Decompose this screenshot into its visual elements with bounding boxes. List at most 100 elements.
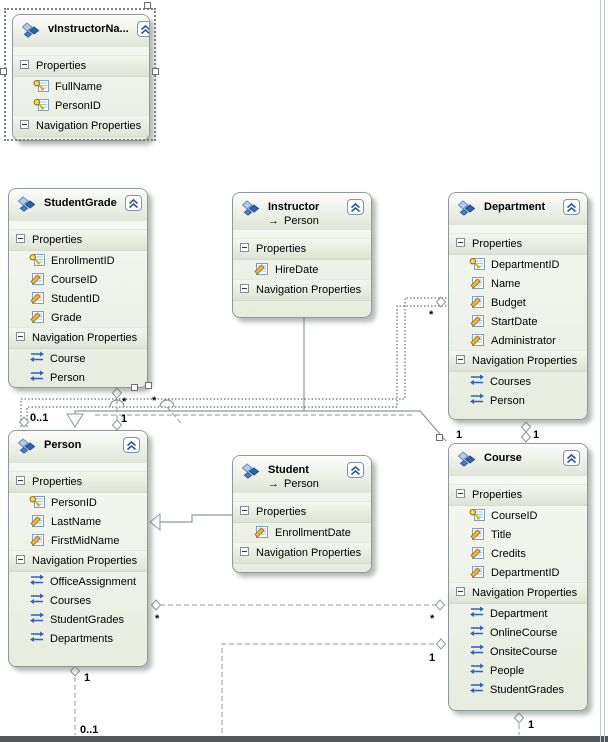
collapse-entity-button[interactable] <box>136 21 149 42</box>
section-header[interactable]: Properties <box>9 229 147 251</box>
selection-grab-handle[interactable] <box>144 2 151 9</box>
collapse-section-icon[interactable] <box>20 120 29 132</box>
property-row[interactable]: Department <box>449 604 587 623</box>
section-label: Properties <box>256 243 307 255</box>
collapse-section-icon[interactable] <box>240 506 249 518</box>
property-row[interactable]: CourseID <box>449 506 587 525</box>
entity-icon <box>457 451 476 473</box>
property-row[interactable]: CourseID <box>9 270 147 289</box>
property-name: Person <box>50 371 85 384</box>
property-row[interactable]: StudentGrades <box>9 610 147 629</box>
collapse-entity-button[interactable] <box>124 195 142 216</box>
property-row[interactable]: DepartmentID <box>449 255 587 274</box>
collapse-entity-button[interactable] <box>347 199 364 220</box>
collapse-section-icon[interactable] <box>20 60 29 72</box>
entity-person[interactable]: Person Properties PersonID LastName Firs… <box>8 430 148 667</box>
collapse-section-icon[interactable] <box>456 355 465 367</box>
property-row[interactable]: OfficeAssignment <box>9 572 147 591</box>
section-header[interactable]: Navigation Properties <box>9 550 147 572</box>
section-header[interactable]: Navigation Properties <box>233 542 371 564</box>
entity-department[interactable]: Department Properties DepartmentID Name … <box>448 192 588 420</box>
collapse-section-icon[interactable] <box>456 238 465 250</box>
property-row[interactable]: Name <box>449 274 587 293</box>
property-row[interactable]: FirstMidName <box>9 531 147 550</box>
property-row[interactable]: Credits <box>449 544 587 563</box>
property-row[interactable]: Courses <box>449 372 587 391</box>
property-row[interactable]: People <box>449 661 587 680</box>
property-row[interactable]: Course <box>9 349 147 368</box>
collapse-entity-button[interactable] <box>347 462 364 483</box>
section-header[interactable]: Properties <box>13 55 149 77</box>
entity-student[interactable]: Student→Person Properties EnrollmentDate… <box>232 455 372 573</box>
selection-grab-handle[interactable] <box>152 68 159 75</box>
entity-instructor[interactable]: Instructor→Person Properties HireDate Na… <box>232 192 372 318</box>
property-row[interactable]: OnsiteCourse <box>449 642 587 661</box>
collapse-section-icon[interactable] <box>240 284 249 296</box>
property-row[interactable]: Administrator <box>449 331 587 350</box>
connector-assoc-course-left[interactable] <box>221 643 442 735</box>
property-row[interactable]: PersonID <box>13 96 149 115</box>
section-header[interactable]: Navigation Properties <box>233 279 371 301</box>
property-name: OnlineCourse <box>490 626 558 639</box>
entity-vinstructorname[interactable]: vInstructorNa... Properties FullName Per… <box>12 14 150 141</box>
property-row[interactable]: Person <box>449 391 587 410</box>
section-header[interactable]: Navigation Properties <box>449 350 587 372</box>
collapse-section-icon[interactable] <box>240 547 249 559</box>
property-row[interactable]: Title <box>449 525 587 544</box>
property-row[interactable]: Person <box>9 368 147 387</box>
collapse-section-icon[interactable] <box>240 243 249 255</box>
selection-grab-handle[interactable] <box>131 384 138 391</box>
property-row[interactable]: StartDate <box>449 312 587 331</box>
scalar-property-icon <box>29 513 46 531</box>
scalar-property-icon <box>469 564 486 582</box>
collapse-entity-button[interactable] <box>123 437 140 458</box>
property-row[interactable]: EnrollmentDate <box>233 523 371 542</box>
collapse-section-icon[interactable] <box>456 587 465 599</box>
selection-grab-handle[interactable] <box>0 68 7 75</box>
section-header[interactable]: Navigation Properties <box>449 582 587 604</box>
property-row[interactable]: PersonID <box>9 493 147 512</box>
collapse-section-icon[interactable] <box>16 555 25 567</box>
connector-assoc-person-department-outline-b[interactable] <box>26 305 448 427</box>
section-header[interactable]: Navigation Properties <box>13 115 149 137</box>
collapse-section-icon[interactable] <box>456 489 465 501</box>
property-row[interactable]: Courses <box>9 591 147 610</box>
property-row[interactable]: FullName <box>13 77 149 96</box>
property-row[interactable]: EnrollmentID <box>9 251 147 270</box>
section-header[interactable]: Navigation Properties <box>9 327 147 349</box>
property-row[interactable]: OnlineCourse <box>449 623 587 642</box>
collapse-section-icon[interactable] <box>16 476 25 488</box>
section-header[interactable]: Properties <box>449 233 587 255</box>
selection-grab-handle[interactable] <box>436 434 443 441</box>
property-row[interactable]: Grade <box>9 308 147 327</box>
section-header[interactable]: Properties <box>233 501 371 523</box>
property-name: Person <box>490 394 525 407</box>
navigation-property-icon <box>29 369 45 386</box>
collapse-entity-button[interactable] <box>563 450 580 471</box>
connector-hop-arc-2[interactable] <box>159 399 175 408</box>
section-header[interactable]: Properties <box>233 238 371 260</box>
property-row[interactable]: StudentID <box>9 289 147 308</box>
collapse-entity-button[interactable] <box>563 199 580 220</box>
collapse-section-icon[interactable] <box>16 332 25 344</box>
selection-grab-handle[interactable] <box>145 382 152 389</box>
property-row[interactable]: HireDate <box>233 260 371 279</box>
property-row[interactable]: LastName <box>9 512 147 531</box>
entity-studentgrade[interactable]: StudentGrade Properties EnrollmentID Cou… <box>8 188 148 388</box>
section-header[interactable]: Properties <box>9 471 147 493</box>
property-row[interactable]: Departments <box>9 629 147 648</box>
inheritance-arrow-icon: → <box>268 215 279 227</box>
connector-association-band-stub[interactable] <box>166 406 182 424</box>
property-row[interactable]: Budget <box>449 293 587 312</box>
collapse-section-icon[interactable] <box>16 234 25 246</box>
property-row[interactable]: StudentGrades <box>449 680 587 699</box>
scalar-property-icon <box>29 271 46 289</box>
connector-inheritance-student-person[interactable] <box>160 514 232 523</box>
entity-course[interactable]: Course Properties CourseID Title Credits… <box>448 443 588 711</box>
property-row[interactable]: DepartmentID <box>449 563 587 582</box>
connector-inheritance-instructor-person-horizontal[interactable] <box>74 410 447 442</box>
connector-assoc-person-department-outline-a[interactable] <box>20 297 448 427</box>
navigation-property-icon <box>469 643 485 660</box>
section-header[interactable]: Properties <box>449 484 587 506</box>
